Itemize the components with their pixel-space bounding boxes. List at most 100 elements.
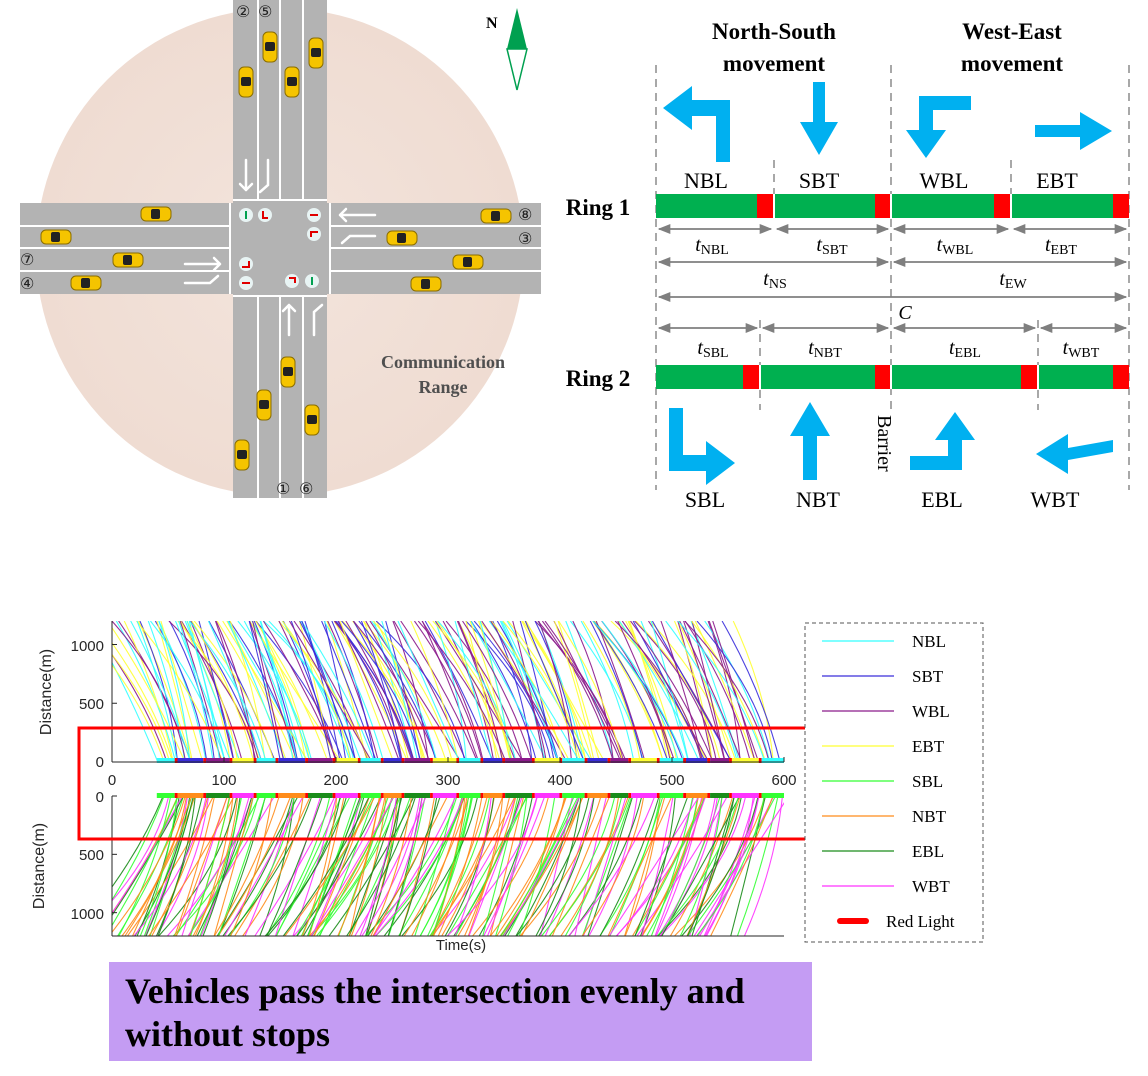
trajectory-line: [640, 621, 729, 762]
trajectory-line: [467, 796, 550, 936]
ring2-phase-nbt: NBT: [796, 487, 841, 512]
trajectory-line: [341, 621, 466, 762]
signal-heads: [239, 208, 321, 290]
trajectory-line: [677, 621, 784, 762]
trajectory-line: [112, 796, 219, 927]
trajectory-line: [544, 621, 667, 762]
trajectory-line: [721, 621, 784, 762]
ring1-bar: [656, 194, 1129, 218]
trajectory-line: [429, 796, 530, 936]
trajectory-line: [150, 621, 266, 762]
trajectory-line: [323, 621, 424, 762]
trajectory-line: [414, 621, 523, 762]
trajectory-line: [646, 796, 738, 936]
trajectory-line: [157, 796, 243, 936]
trajectory-line: [158, 621, 247, 762]
t-wbl-label: tWBL: [937, 234, 974, 258]
trajectory-line: [266, 796, 363, 936]
trajectory-line: [213, 796, 320, 936]
phase-strip-segment: [761, 758, 784, 763]
trajectory-line: [506, 621, 633, 762]
phase-strip-segment: [686, 758, 708, 763]
trajectory-line: [112, 664, 204, 762]
trajectory-line: [186, 621, 278, 762]
upper-y-tick-1000: 1000: [71, 638, 104, 655]
red-light-mark: [683, 758, 686, 763]
trajectory-line: [282, 796, 410, 936]
trajectory-line: [580, 621, 675, 762]
summary-text: Vehicles pass the intersection evenly an…: [125, 971, 745, 1054]
t-ns-label: tNS: [763, 268, 786, 292]
ring1-phase-nbl: NBL: [684, 168, 728, 193]
trajectory-line: [202, 796, 281, 936]
trajectory-line: [465, 621, 592, 762]
lower-y-tick-500: 500: [79, 847, 104, 864]
phase-strip-segment: [335, 793, 358, 798]
phase-strip-segment: [404, 793, 431, 798]
trajectory-line: [568, 796, 682, 936]
trajectory-line: [133, 796, 247, 936]
red-light-mark: [729, 793, 732, 798]
trajectory-line: [482, 796, 559, 936]
car-icon: [40, 229, 72, 245]
trajectory-line: [112, 653, 207, 762]
trajectory-line: [121, 796, 227, 936]
red-light-mark: [502, 758, 506, 763]
red-light-mark: [532, 758, 535, 763]
trajectory-line: [651, 621, 772, 762]
car-icon: [256, 389, 272, 421]
trajectory-line: [641, 796, 714, 936]
red-light-mark: [401, 793, 405, 798]
trajectory-line: [112, 626, 225, 762]
trajectory-line: [444, 796, 534, 936]
trajectory-line: [196, 796, 292, 936]
trajectory-line: [112, 642, 213, 762]
nbt-arrow-icon: [790, 402, 830, 480]
trajectory-line: [681, 796, 784, 936]
trajectory-line: [630, 621, 754, 762]
approach-label-7: ⑦: [20, 252, 34, 269]
group-ns-title-2: movement: [723, 51, 826, 76]
phase-strip-segment: [587, 793, 608, 798]
red-light-mark: [229, 793, 233, 798]
trajectory-line: [650, 621, 729, 762]
upper-y-axis-label: Distance(m): [38, 649, 55, 735]
phase-strip-segment: [278, 793, 306, 798]
phase-strip-segment: [710, 793, 730, 798]
trajectory-line: [361, 796, 461, 936]
trajectory-line: [588, 796, 678, 936]
phase-strip-segment: [156, 793, 175, 798]
t-ebl-label: tEBL: [949, 337, 981, 361]
red-light-mark: [357, 758, 361, 763]
sbl-arrow-icon: [669, 408, 735, 485]
trajectory-line: [690, 621, 780, 762]
trajectory-line: [130, 621, 231, 762]
red-light-mark: [203, 758, 207, 763]
ring1-label: Ring 1: [566, 195, 631, 220]
phase-strip-segment: [562, 793, 585, 798]
phase-strip-segment: [659, 793, 684, 798]
red-light-mark: [707, 758, 711, 763]
phase-strip-segment: [432, 793, 457, 798]
trajectory-line: [541, 796, 655, 936]
trajectory-line: [200, 796, 290, 936]
trajectory-line: [502, 621, 619, 762]
red-light-mark: [174, 758, 178, 763]
trajectory-line: [366, 796, 438, 936]
trajectory-line: [490, 621, 604, 762]
wbl-arrow-icon: [906, 96, 971, 158]
trajectory-line: [691, 621, 784, 762]
car-icon: [386, 230, 418, 246]
trajectory-line: [581, 796, 684, 936]
ring2-phase-sbl: SBL: [685, 487, 725, 512]
x-axis-label: Time(s): [436, 937, 486, 954]
phase-strip-segment: [483, 758, 503, 763]
trajectory-line: [284, 796, 416, 936]
nbl-arrow-icon: [663, 86, 730, 162]
trajectory-line: [259, 621, 334, 762]
trajectory-line: [112, 796, 224, 917]
car-icon: [112, 252, 144, 268]
trajectory-line: [281, 621, 391, 762]
trajectory-line: [190, 796, 271, 936]
trajectory-line: [537, 621, 663, 762]
